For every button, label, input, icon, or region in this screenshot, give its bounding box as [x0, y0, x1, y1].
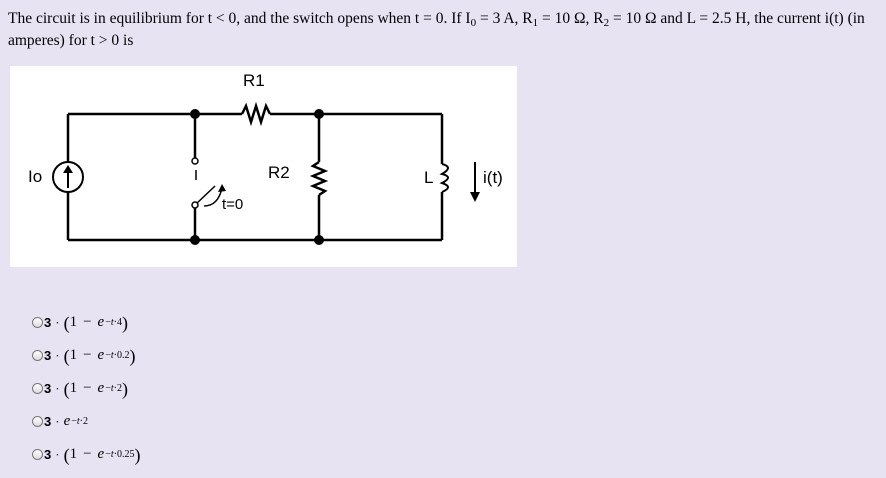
circuit-diagram: R1 R2 Io t=0 L i(t)	[10, 66, 517, 267]
coefficient: 3	[44, 315, 52, 330]
wires	[66, 101, 444, 242]
dot: ·	[55, 380, 60, 396]
subscript: 0	[470, 17, 477, 29]
exp-base: e	[97, 380, 105, 396]
coefficient: 3	[44, 447, 52, 462]
switch-motion-arrowhead	[218, 184, 226, 192]
subscript: 2	[603, 17, 610, 29]
minus: −	[83, 380, 92, 396]
question-text: The circuit is in equilibrium for t < 0,…	[8, 8, 880, 52]
radio-button[interactable]	[32, 416, 43, 427]
coefficient: 3	[44, 414, 52, 429]
question-part: = 3 A, R	[476, 10, 533, 27]
current-label: i(t)	[483, 168, 503, 187]
subscript: 1	[532, 17, 539, 29]
switch-label: t=0	[222, 196, 243, 213]
paren: (	[63, 345, 70, 366]
paren: )	[134, 444, 141, 465]
paren: )	[121, 312, 128, 333]
circuit-svg: R1 R2 Io t=0 L i(t)	[28, 71, 503, 245]
switch-contact-top	[191, 157, 199, 165]
option-5[interactable]: 3·(1−e−t·0.25)	[32, 438, 140, 471]
paren: (	[63, 378, 70, 399]
one: 1	[69, 446, 78, 462]
question-part: The circuit is in equilibrium for t < 0,…	[8, 10, 471, 27]
radio-button[interactable]	[32, 449, 43, 460]
exp-base: e	[97, 314, 105, 330]
option-3[interactable]: 3·(1−e−t·2)	[32, 372, 140, 405]
exponent: −t·2	[71, 416, 89, 427]
exp-base: e	[63, 413, 71, 429]
paren: (	[63, 444, 70, 465]
source-label: Io	[28, 167, 42, 186]
paren: )	[129, 345, 136, 366]
paren: )	[121, 378, 128, 399]
switch-blade	[194, 185, 216, 206]
question-part: = 10 Ω, R	[538, 10, 604, 27]
r1-label: R1	[243, 71, 265, 90]
coefficient: 3	[44, 348, 52, 363]
exp-base: e	[97, 446, 105, 462]
junction-dots	[190, 109, 324, 245]
dot: ·	[55, 314, 60, 330]
exponent: −t·0.2	[105, 350, 130, 361]
minus: −	[83, 347, 92, 363]
option-2[interactable]: 3·(1−e−t·0.2)	[32, 339, 140, 372]
exponent: −t·2	[105, 383, 122, 394]
dot: ·	[55, 446, 60, 462]
minus: −	[83, 446, 92, 462]
question-part: = 10 Ω and L = 2.5 H, the current i(t) (…	[8, 10, 865, 49]
minus: −	[83, 314, 92, 330]
current-arrowhead	[470, 192, 480, 202]
one: 1	[69, 380, 78, 396]
inductor-label: L	[424, 168, 433, 187]
exp-base: e	[97, 347, 105, 363]
radio-button[interactable]	[32, 317, 43, 328]
radio-button[interactable]	[32, 383, 43, 394]
paren: (	[63, 312, 70, 333]
dot: ·	[55, 413, 60, 429]
one: 1	[69, 314, 78, 330]
option-1[interactable]: 3·(1−e−t·4)	[32, 306, 140, 339]
source-arrowhead	[63, 165, 73, 173]
answer-options: 3·(1−e−t·4) 3·(1−e−t·0.2) 3·(1−e−t·2) 3·…	[32, 306, 140, 471]
exponent: −t·4	[105, 317, 122, 328]
switch-contact-bottom	[191, 201, 199, 209]
one: 1	[69, 347, 78, 363]
dot: ·	[55, 347, 60, 363]
exponent: −t·0.25	[105, 449, 135, 460]
option-4[interactable]: 3·e−t·2	[32, 405, 140, 438]
inductor-coil	[439, 163, 449, 193]
radio-button[interactable]	[32, 350, 43, 361]
coefficient: 3	[44, 381, 52, 396]
r2-label: R2	[268, 163, 290, 182]
